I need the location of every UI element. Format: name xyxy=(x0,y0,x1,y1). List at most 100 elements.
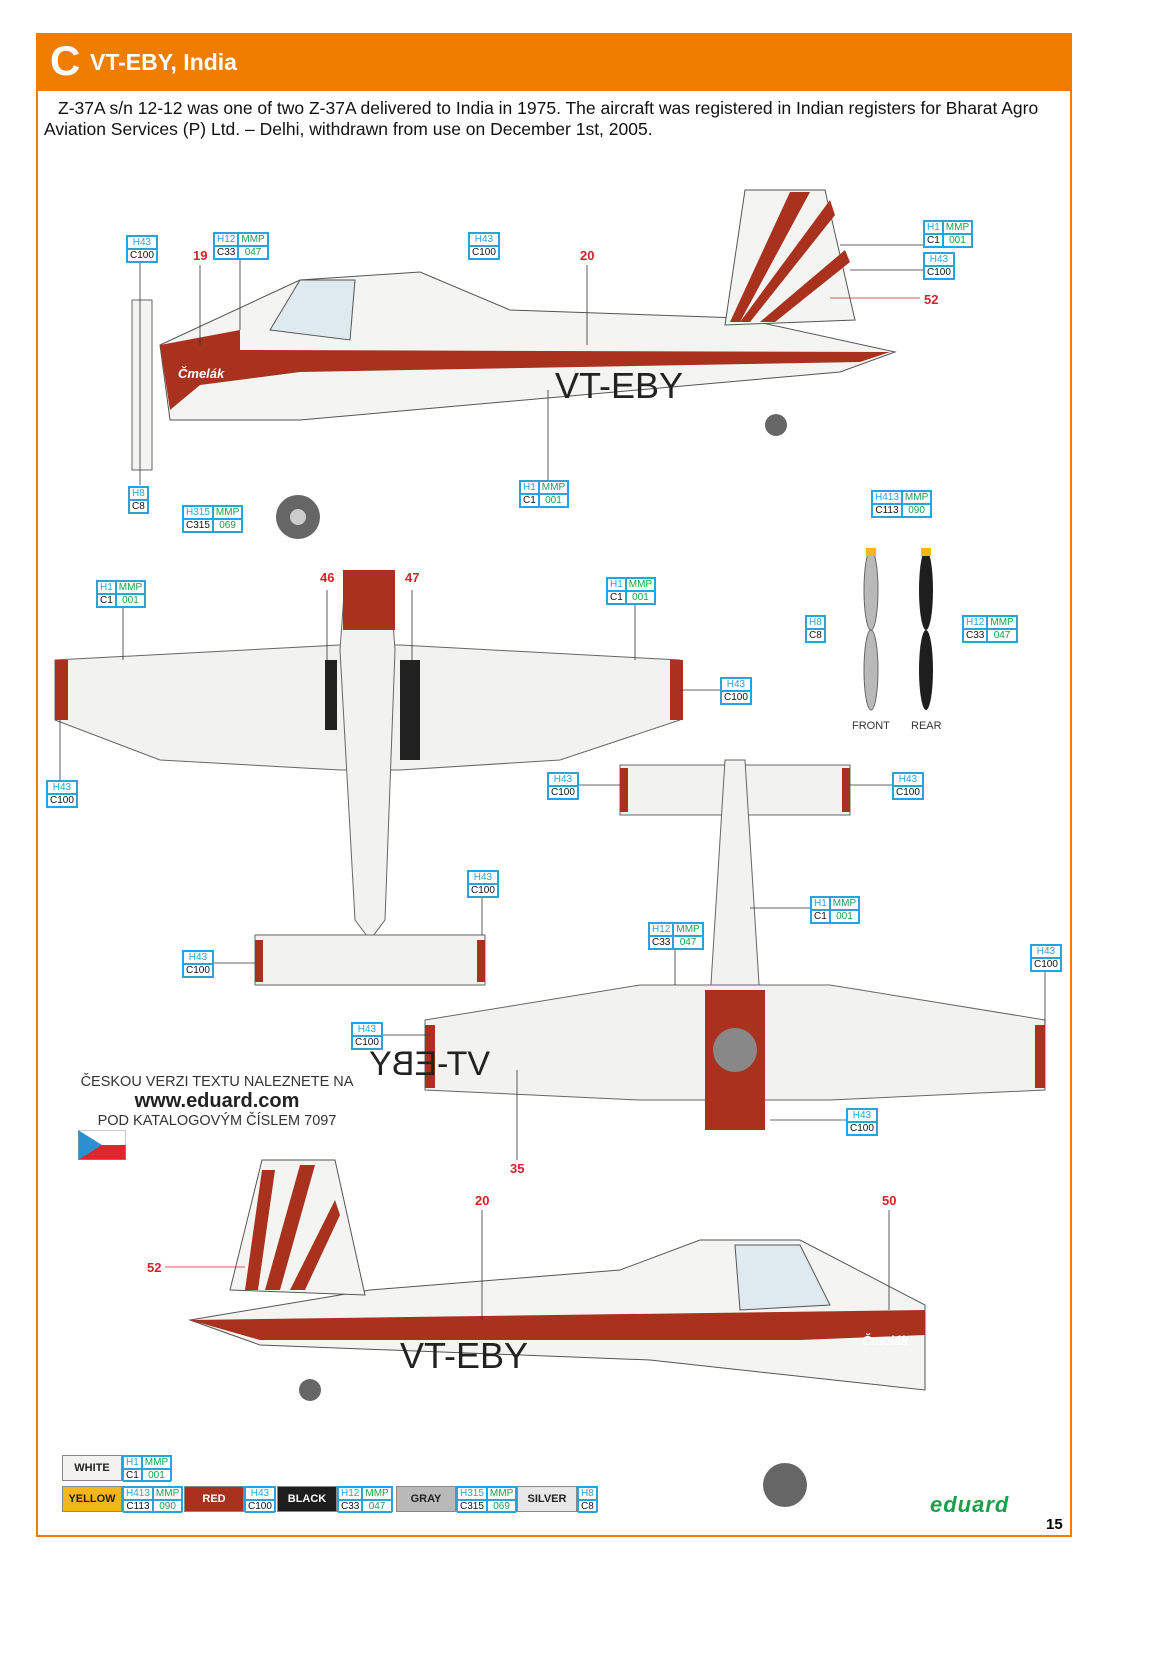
czech-flag-icon xyxy=(78,1130,126,1160)
website-link[interactable]: www.eduard.com xyxy=(134,1090,300,1112)
callout-code: C100 xyxy=(183,964,213,977)
callout-code: 069 xyxy=(212,519,243,532)
nose-script-2: Čmelák xyxy=(862,1333,909,1348)
callout-code: H8 xyxy=(129,487,148,500)
callout-code: MMP xyxy=(141,1456,172,1469)
callout-code: H43 xyxy=(924,253,954,266)
callout-code: C1 xyxy=(607,591,626,604)
registration-side-2: VT-EBY xyxy=(400,1335,528,1376)
callout-code: C8 xyxy=(806,629,825,642)
callout-code: 001 xyxy=(829,910,860,923)
swatch-name: BLACK xyxy=(277,1486,337,1512)
callout-code: C100 xyxy=(468,884,498,897)
callout-code: MMP xyxy=(942,221,973,234)
callout-code: H43 xyxy=(721,678,751,691)
callout-code: H43 xyxy=(469,233,499,246)
side-view-right: VT-EBY Čmelák xyxy=(188,1159,926,1507)
callout-code: H12 xyxy=(963,616,988,629)
czech-note-line3: POD KATALOGOVÝM ČÍSLEM 7097 xyxy=(97,1113,337,1129)
callout-code: 090 xyxy=(901,504,932,517)
swatch-name: SILVER xyxy=(517,1486,577,1512)
eduard-logo: eduard xyxy=(930,1492,1010,1517)
callout-code: C100 xyxy=(721,691,751,704)
callout-code: C33 xyxy=(963,629,988,642)
top-view xyxy=(54,570,683,986)
bottom-view: VT-EBY xyxy=(369,759,1046,1130)
callout-code: H43 xyxy=(352,1023,382,1036)
marking-number: 20 xyxy=(580,248,595,263)
callout-code: H413 xyxy=(872,491,902,504)
propeller-rear-label: REAR xyxy=(911,720,942,732)
callout-code: H8 xyxy=(578,1487,597,1500)
callout-code: MMP xyxy=(115,581,146,594)
marking-number: 19 xyxy=(193,248,208,263)
swatch-name: YELLOW xyxy=(62,1486,122,1512)
callout-code: C33 xyxy=(649,936,674,949)
marking-number: 52 xyxy=(147,1260,162,1275)
marking-number: 47 xyxy=(405,570,420,585)
callout-code: H12 xyxy=(214,233,239,246)
callout-code: C1 xyxy=(924,234,943,247)
callout-code: H315 xyxy=(457,1487,487,1500)
callout-code: C1 xyxy=(520,494,539,507)
callout-code: MMP xyxy=(212,506,243,519)
callout-code: H1 xyxy=(123,1456,142,1469)
side-view-left: VT-EBY Čmelák xyxy=(131,189,897,539)
callout-code: MMP xyxy=(486,1487,517,1500)
callout-code: C100 xyxy=(469,246,499,259)
callout-code: C33 xyxy=(214,246,239,259)
callout-code: C100 xyxy=(47,794,77,807)
callout-code: C100 xyxy=(127,249,157,262)
marking-number: 20 xyxy=(475,1193,490,1208)
callout-code: MMP xyxy=(238,233,268,246)
profile-description: Z-37A s/n 12-12 was one of two Z-37A del… xyxy=(44,98,1039,139)
callout-code: MMP xyxy=(538,481,569,494)
callout-code: C100 xyxy=(924,266,954,279)
callout-code: 090 xyxy=(152,1500,183,1513)
registration-side-1: VT-EBY xyxy=(555,365,683,406)
callout-code: H1 xyxy=(924,221,943,234)
registration-underside: VT-EBY xyxy=(369,1045,490,1083)
callout-code: H43 xyxy=(1031,945,1061,958)
profile-header: C VT-EBY, India xyxy=(36,33,1070,91)
propeller-front-label: FRONT xyxy=(852,720,890,732)
callout-code: C1 xyxy=(97,594,116,607)
nose-script-1: Čmelák xyxy=(178,366,225,381)
callout-code: H43 xyxy=(548,773,578,786)
callout-code: C100 xyxy=(847,1122,877,1135)
callout-code: H43 xyxy=(47,781,77,794)
callout-code: 001 xyxy=(538,494,569,507)
profile-letter: C xyxy=(50,37,81,84)
callout-code: MMP xyxy=(673,923,703,936)
callout-code: 069 xyxy=(486,1500,517,1513)
callout-code: 001 xyxy=(942,234,973,247)
callout-code: C100 xyxy=(245,1500,275,1513)
callout-code: C315 xyxy=(183,519,213,532)
marking-number: 46 xyxy=(320,570,335,585)
callout-code: H43 xyxy=(245,1487,275,1500)
callout-code: 001 xyxy=(625,591,656,604)
